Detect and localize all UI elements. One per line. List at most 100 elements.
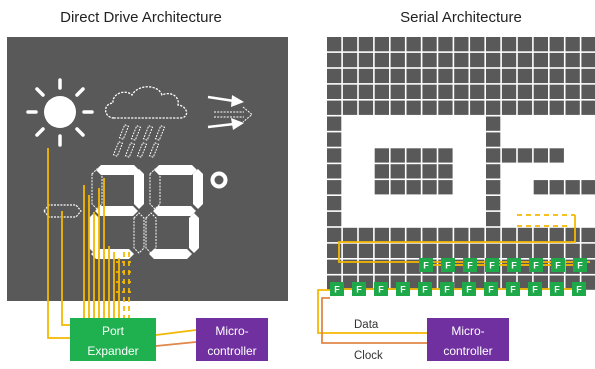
lit-pixel [533,116,548,131]
unlit-pixel [422,52,437,68]
flipflop-cell [484,282,498,296]
flipflop-label: F [422,285,428,295]
unlit-pixel [327,116,342,131]
unlit-pixel [406,68,421,84]
unlit-pixel [422,84,437,99]
flipflop-cell [462,282,476,296]
unlit-pixel [486,84,501,99]
unlit-pixel [327,164,342,179]
unlit-pixel [517,243,533,258]
lit-pixel [501,180,517,195]
unlit-pixel [470,243,485,258]
lit-pixel [438,211,453,227]
lit-pixel [454,164,469,179]
unlit-pixel [565,100,580,115]
flipflop-label: F [488,285,494,295]
lit-pixel [422,211,437,227]
unlit-pixel [358,84,374,99]
unlit-pixel [438,227,453,243]
unlit-pixel [406,227,421,243]
unlit-pixel [565,37,580,52]
unlit-pixel [581,68,595,84]
serial-dashed-segments [517,214,575,227]
lit-pixel [565,132,580,147]
unlit-pixel [342,227,358,243]
lit-pixel [422,116,437,131]
unlit-pixel [470,52,485,68]
lit-pixel [342,116,358,131]
port-expander-box [70,318,156,361]
unlit-pixel [486,243,501,258]
unlit-pixel [565,52,580,68]
unlit-pixel [390,227,405,243]
unlit-pixel [390,164,405,179]
unlit-pixel [390,52,405,68]
lit-pixel [549,132,564,147]
lit-pixel [565,211,580,227]
lit-pixel [342,196,358,211]
lcd-panel [7,37,288,301]
lit-pixel [533,196,548,211]
lit-pixel [581,116,595,131]
unlit-pixel [517,84,533,99]
unlit-pixel [549,148,564,163]
unlit-pixel [533,37,548,52]
unlit-pixel [390,37,405,52]
unlit-pixel [390,84,405,99]
unlit-pixel [486,37,501,52]
unlit-pixel [454,84,469,99]
expander-mcu-wire-top [155,329,197,336]
lit-pixel [342,211,358,227]
unlit-pixel [501,100,517,115]
lit-pixel [517,132,533,147]
lit-pixel [358,116,374,131]
microcontroller-right-line2: controller [443,344,492,358]
cloud-icon [104,86,188,119]
unlit-pixel [454,68,469,84]
lit-pixel [533,164,548,179]
lit-pixel [454,180,469,195]
lit-pixel [565,164,580,179]
lit-pixel [549,196,564,211]
direct-drive-wires [47,148,120,339]
lit-pixel [517,196,533,211]
unlit-pixel [501,84,517,99]
unlit-pixel [358,100,374,115]
unlit-pixel [549,243,564,258]
lit-pixel [438,196,453,211]
unlit-pixel [374,227,389,243]
unlit-pixel [438,100,453,115]
unlit-pixel [454,243,469,258]
lit-pixel [581,132,595,147]
unlit-pixel [342,52,358,68]
lit-pixel [342,132,358,147]
flipflop-label: F [532,285,538,295]
unlit-pixel [342,100,358,115]
unlit-pixel [406,37,421,52]
lit-pixel [470,116,485,131]
unlit-pixel [486,68,501,84]
digit-three-unlit-segments [145,168,161,254]
unlit-pixel [406,148,421,163]
lit-pixel [581,164,595,179]
unlit-pixel [517,52,533,68]
flipflop-label: F [423,261,429,271]
unlit-pixel [390,243,405,258]
unlit-pixel [327,100,342,115]
lit-pixel [470,132,485,147]
lit-pixel [358,132,374,147]
flipflop-cell [551,258,565,272]
unlit-pixel [517,37,533,52]
flipflop-label: F [555,261,561,271]
unlit-pixel [533,148,548,163]
unlit-pixel [438,148,453,163]
unlit-pixel [581,243,595,258]
port-expander-label-line1: Port [102,324,125,338]
lit-pixel [406,196,421,211]
unlit-pixel [406,243,421,258]
unlit-pixel [374,164,389,179]
lit-pixel [454,116,469,131]
unlit-pixel [565,180,580,195]
